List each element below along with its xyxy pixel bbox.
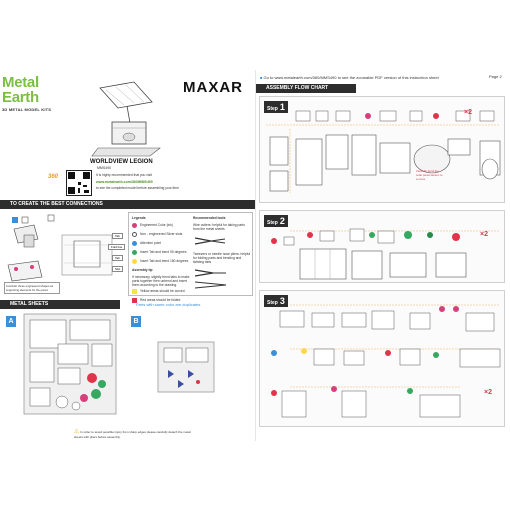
- model-title: WORLDVIEW LEGION: [90, 159, 153, 165]
- legend-heading: Legends: [132, 216, 146, 220]
- logo-subtitle: 3D METAL MODEL KITS: [2, 107, 52, 112]
- tool-cutters-text: Wire cutters: helpful for taking parts f…: [193, 223, 245, 231]
- zoomable-pdf-note: ■ Go to www.metalearth.com/360/MMS490 to…: [260, 75, 439, 80]
- qr-instruction-text-2: to see the completed model before assemb…: [96, 186, 179, 190]
- slot-label: Slot: [112, 266, 124, 272]
- metal-earth-logo: Metal Earth 3D METAL MODEL KITS: [2, 75, 70, 112]
- duplicates-note: Parts with same color are duplicates.: [136, 302, 202, 307]
- silver-slot-icon: [132, 232, 137, 237]
- curve-note: Carefully bend the solar panel section t…: [416, 169, 443, 181]
- fold-line-label: Fold line: [108, 244, 126, 250]
- tool-pliers-text: Tweezers or needle nose pliers: helpful …: [193, 252, 251, 264]
- step-2-diagram: [271, 228, 500, 280]
- satellite-model-illustration: [91, 81, 161, 157]
- sheet-b-label: B: [131, 316, 141, 327]
- maxar-logo: MAXAR: [183, 79, 243, 96]
- qr-code-icon[interactable]: [66, 170, 92, 196]
- qr-instruction-text: It is highly recommended that you visit: [96, 173, 152, 177]
- pliers-icon: [194, 269, 226, 277]
- bend-90-icon: [132, 250, 137, 255]
- bend-180-icon: [132, 259, 137, 264]
- legend-item: Insert Tab and bend 90 degrees: [140, 250, 187, 254]
- tab-label-2: Tab: [112, 255, 123, 261]
- attention-point-icon: [132, 241, 137, 246]
- tab-label: Tab: [112, 233, 123, 239]
- tools-heading: Recommended tools: [193, 216, 226, 220]
- assembly-tip-text: If necessary, slightly bend tabs to make…: [132, 275, 190, 287]
- step-3-diagram: [271, 304, 501, 418]
- metal-sheets-heading: METAL SHEETS: [0, 300, 120, 309]
- safety-warning: ⚠ In order to avoid possible injury from…: [74, 428, 194, 439]
- legend-item: Attention point: [140, 241, 162, 245]
- connection-diagram: [7, 214, 113, 282]
- step-1-diagram: [266, 110, 501, 193]
- legend-item: Yellow areas should be curved: [140, 289, 185, 293]
- legend-item: Non - engineered Silver slots: [140, 232, 183, 236]
- assembly-tip-heading: Assembly tip: [132, 268, 153, 272]
- qr-url-link[interactable]: www.metalearth.com/360/MMS490: [96, 180, 153, 184]
- legend-item: Insert Tab and bend 180 degrees: [140, 259, 189, 263]
- badge-360-icon: 360: [48, 174, 59, 180]
- logo-line-1: Metal: [2, 74, 39, 91]
- warning-icon: ⚠: [74, 429, 80, 435]
- sheet-a-label: A: [6, 316, 16, 327]
- wire-cutters-icon: [194, 237, 226, 245]
- red-area-icon: [132, 298, 137, 303]
- engineered-color-icon: [132, 223, 137, 228]
- quantity-multiplier: ×2: [464, 109, 472, 116]
- link-icon: ■: [260, 75, 263, 80]
- legend-item: Engineered Color (ink): [140, 223, 173, 227]
- model-number: MMS490: [97, 166, 112, 170]
- tweezers-icon: [194, 281, 227, 289]
- logo-line-2: Earth: [2, 89, 39, 106]
- metal-sheet-b: [157, 341, 215, 393]
- connections-heading: TO CREATE THE BEST CONNECTIONS: [0, 200, 255, 209]
- connection-caption: Consider these engineered shapes as supp…: [4, 282, 60, 294]
- metal-sheet-a: [23, 313, 117, 415]
- legend-item: Red areas should be folded: [140, 298, 181, 302]
- page-number: Page 2: [489, 74, 502, 79]
- zoomable-pdf-text[interactable]: Go to www.metalearth.com/360/MMS490 to s…: [263, 75, 439, 80]
- legend-panel: Legends Engineered Color (ink) Non - eng…: [128, 212, 253, 303]
- assembly-flow-heading: ASSEMBLY FLOW CHART: [256, 84, 356, 93]
- yellow-area-icon: [132, 289, 137, 294]
- quantity-multiplier-3: ×2: [484, 389, 492, 396]
- quantity-multiplier-2: ×2: [480, 231, 488, 238]
- safety-warning-text: In order to avoid possible injury from s…: [74, 430, 191, 439]
